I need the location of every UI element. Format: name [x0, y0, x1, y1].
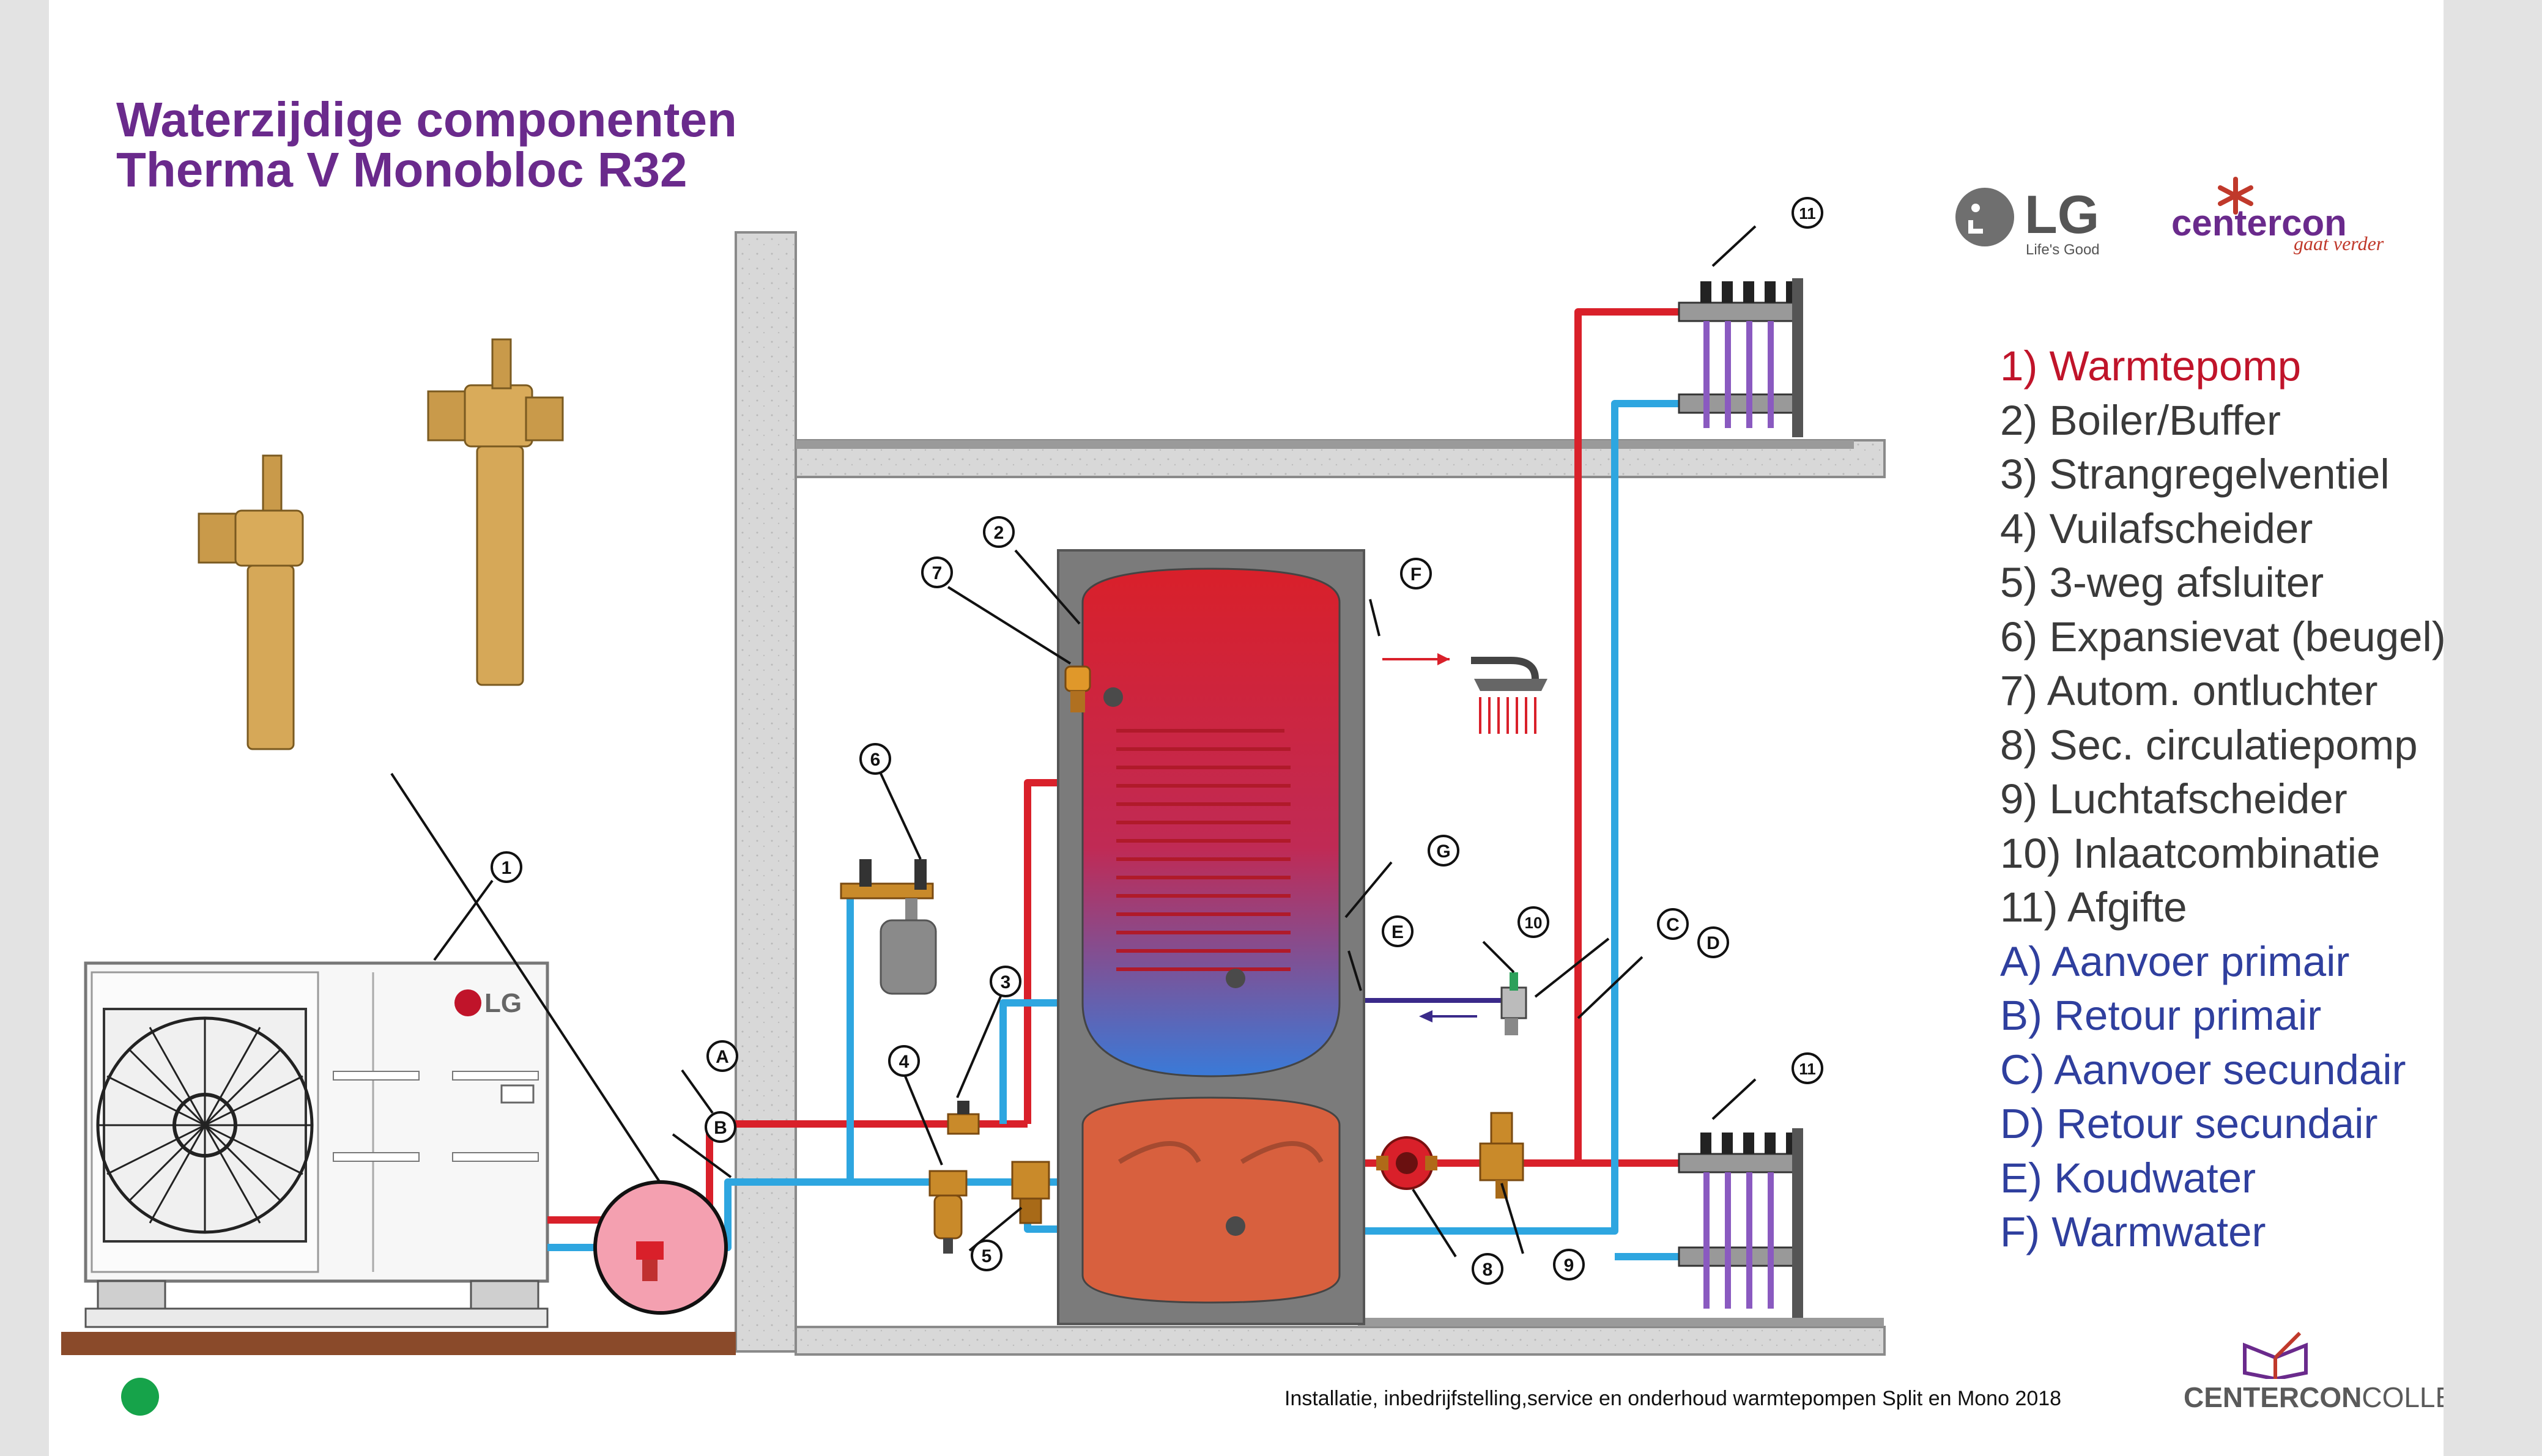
callout-label: 8: [1483, 1260, 1493, 1280]
lg-slogan: Life's Good: [2026, 242, 2100, 258]
centercon-tagline: gaat verder: [2294, 232, 2384, 254]
callout-C: C: [1657, 908, 1689, 940]
cold-water-arrowhead: [1419, 1010, 1432, 1022]
lg-logo-text: LG: [2025, 184, 2100, 245]
building-wall: [735, 231, 797, 1353]
callout-5: 5: [971, 1240, 1002, 1271]
callout-label: D: [1706, 933, 1720, 953]
callout-G: G: [1428, 835, 1459, 867]
installation-diagram: LG: [61, 197, 1886, 1356]
callout-label: 3: [1001, 972, 1011, 992]
callout-10: 10: [1517, 906, 1549, 938]
callout-4: 4: [888, 1045, 920, 1077]
legend-item: 4) Vuilafscheider: [2000, 504, 2313, 552]
page-subtitle: Therma V Monobloc R32: [116, 142, 687, 197]
mixing-valve-photo: [198, 338, 564, 750]
page-title: Waterzijdige componenten: [116, 92, 737, 147]
legend-item: 7) Autom. ontluchter: [2000, 667, 2378, 714]
three-way-valve-icon: [1011, 1161, 1050, 1224]
callout-label: 2: [994, 523, 1004, 543]
boiler-buffer-tank: [1057, 549, 1365, 1325]
component-legend: 1) Warmtepomp 2) Boiler/Buffer 3) Strang…: [2000, 339, 2444, 1260]
heat-pump-unit: LG: [84, 961, 549, 1328]
legend-item: 6) Expansievat (beugel): [2000, 613, 2444, 660]
slide: Waterzijdige componenten Therma V Monobl…: [49, 0, 2444, 1456]
zoom-circle: [593, 1180, 728, 1315]
legend-item: 1) Warmtepomp: [2000, 342, 2302, 390]
callout-label: G: [1436, 841, 1450, 862]
air-separator-icon: [1479, 1112, 1524, 1199]
callout-label: 10: [1525, 914, 1543, 932]
legend-item: 2) Boiler/Buffer: [2000, 396, 2281, 444]
upper-floor-slab: [796, 440, 1854, 449]
callout-label: B: [714, 1118, 727, 1138]
svg-text:LG: LG: [484, 988, 522, 1018]
callout-label: 6: [870, 750, 881, 770]
legend-item: F) Warmwater: [2000, 1208, 2266, 1255]
callout-markers: 1 2 3 4 5 6 7 8 9 10 11 11 A B C D E F G: [491, 197, 1823, 1285]
callout-6: 6: [859, 743, 891, 775]
manifold-upper-icon: [1678, 278, 1803, 437]
lg-logo-icon: [1955, 188, 2014, 246]
slide-footer: Installatie, inbedrijfstelling,service e…: [1284, 1387, 2062, 1410]
inlet-combination-icon: [1500, 972, 1527, 1035]
legend-item: 3) Strangregelventiel: [2000, 451, 2390, 498]
dirt-separator-icon: [928, 1170, 968, 1254]
manifold-lower-icon: [1678, 1128, 1803, 1318]
centercon-star-icon: [2218, 177, 2253, 215]
legend-item: B) Retour primair: [2000, 992, 2322, 1039]
callout-label: 11: [1799, 1060, 1816, 1078]
callout-label: A: [716, 1047, 729, 1067]
callout-A: A: [706, 1040, 738, 1072]
ground-floor: [795, 1326, 1886, 1356]
callout-label: 5: [982, 1246, 992, 1266]
status-dot: [121, 1378, 159, 1416]
shower-icon: [1382, 653, 1547, 734]
college-logo-bold: CENTERCON: [2184, 1381, 2362, 1413]
legend-item: A) Aanvoer primair: [2000, 937, 2350, 985]
callout-8: 8: [1472, 1253, 1503, 1285]
circulation-pump-icon: [1376, 1136, 1437, 1190]
callout-1: 1: [491, 851, 522, 883]
college-logo-light: COLLEGE: [2362, 1381, 2444, 1413]
ground-floor-slab: [1358, 1318, 1884, 1326]
legend-item: 8) Sec. circulatiepomp: [2000, 721, 2418, 769]
expansion-vessel-icon: [840, 859, 937, 995]
callout-label: 7: [932, 563, 943, 583]
college-logo-text: CENTERCONCOLLEGE: [2184, 1381, 2444, 1414]
callout-label: 4: [899, 1052, 910, 1072]
legend-item: 11) Afgifte: [2000, 884, 2187, 931]
legend-item: 10) Inlaatcombinatie: [2000, 829, 2381, 877]
callout-7: 7: [921, 556, 953, 588]
callout-E: E: [1382, 915, 1414, 947]
legend-item: D) Retour secundair: [2000, 1100, 2378, 1147]
callout-B: B: [705, 1111, 736, 1143]
leader-lines: [390, 225, 1757, 1258]
outdoor-ground: [61, 1332, 736, 1355]
college-book-icon: [2243, 1331, 2308, 1379]
callout-11-bottom: 11: [1792, 1052, 1823, 1084]
callout-label: 1: [502, 858, 512, 878]
callout-F: F: [1400, 558, 1432, 589]
legend-item: C) Aanvoer secundair: [2000, 1046, 2406, 1093]
callout-3: 3: [990, 966, 1021, 997]
callout-11-top: 11: [1792, 197, 1823, 229]
balancing-valve-icon: [947, 1101, 980, 1135]
legend-item: E) Koudwater: [2000, 1154, 2256, 1202]
callout-label: E: [1391, 922, 1404, 942]
callout-label: F: [1410, 564, 1421, 585]
callout-2: 2: [983, 516, 1015, 548]
callout-label: C: [1666, 915, 1680, 935]
legend-item: 5) 3-weg afsluiter: [2000, 559, 2324, 606]
callout-label: 9: [1564, 1255, 1574, 1276]
legend-item: 9) Luchtafscheider: [2000, 775, 2347, 822]
centercon-logo-text: centercon: [2171, 202, 2347, 243]
callout-label: 11: [1799, 204, 1816, 223]
primary-pipes: [547, 779, 1083, 1251]
callout-D: D: [1697, 926, 1729, 958]
callout-9: 9: [1553, 1249, 1585, 1280]
air-vent-icon: [1064, 665, 1091, 712]
